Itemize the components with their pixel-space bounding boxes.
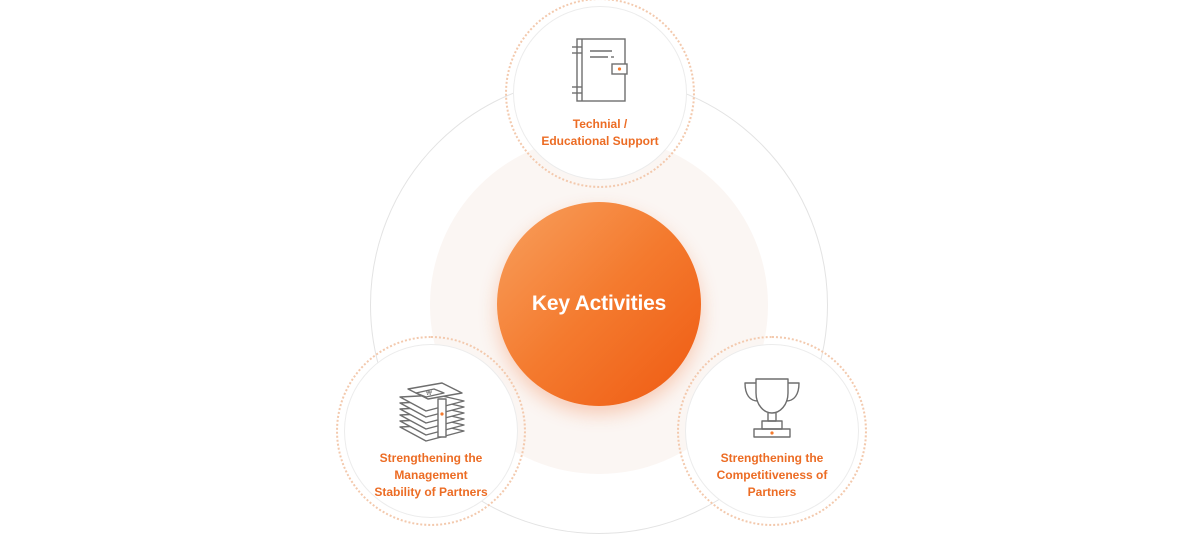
center-circle: Key Activities: [497, 202, 701, 406]
svg-text:₩: ₩: [426, 390, 432, 397]
label-line: Technial /: [572, 117, 628, 131]
label-line: Strengthening the: [720, 451, 824, 465]
label-line: Management: [394, 468, 468, 482]
node-label: Technial / Educational Support: [522, 116, 678, 150]
label-line: Competitiveness of: [716, 468, 828, 482]
node-competitiveness: Strengthening the Competitiveness of Par…: [677, 336, 867, 526]
node-technical-educational-support: Technial / Educational Support: [505, 0, 695, 188]
trophy-icon: [740, 375, 804, 446]
node-management-stability: ₩ Strengthening the Management Stability…: [336, 336, 526, 526]
center-label: Key Activities: [531, 292, 667, 315]
label-line: Educational Support: [541, 134, 659, 148]
node-label: Strengthening the Competitiveness of Par…: [694, 450, 850, 501]
notebook-icon: [568, 37, 632, 108]
label-line: Partners: [747, 485, 797, 499]
money-stack-icon: ₩: [394, 381, 468, 448]
label-line: Stability of Partners: [374, 485, 488, 499]
label-line: Strengthening the: [379, 451, 483, 465]
node-label: Strengthening the Management Stability o…: [353, 450, 509, 501]
